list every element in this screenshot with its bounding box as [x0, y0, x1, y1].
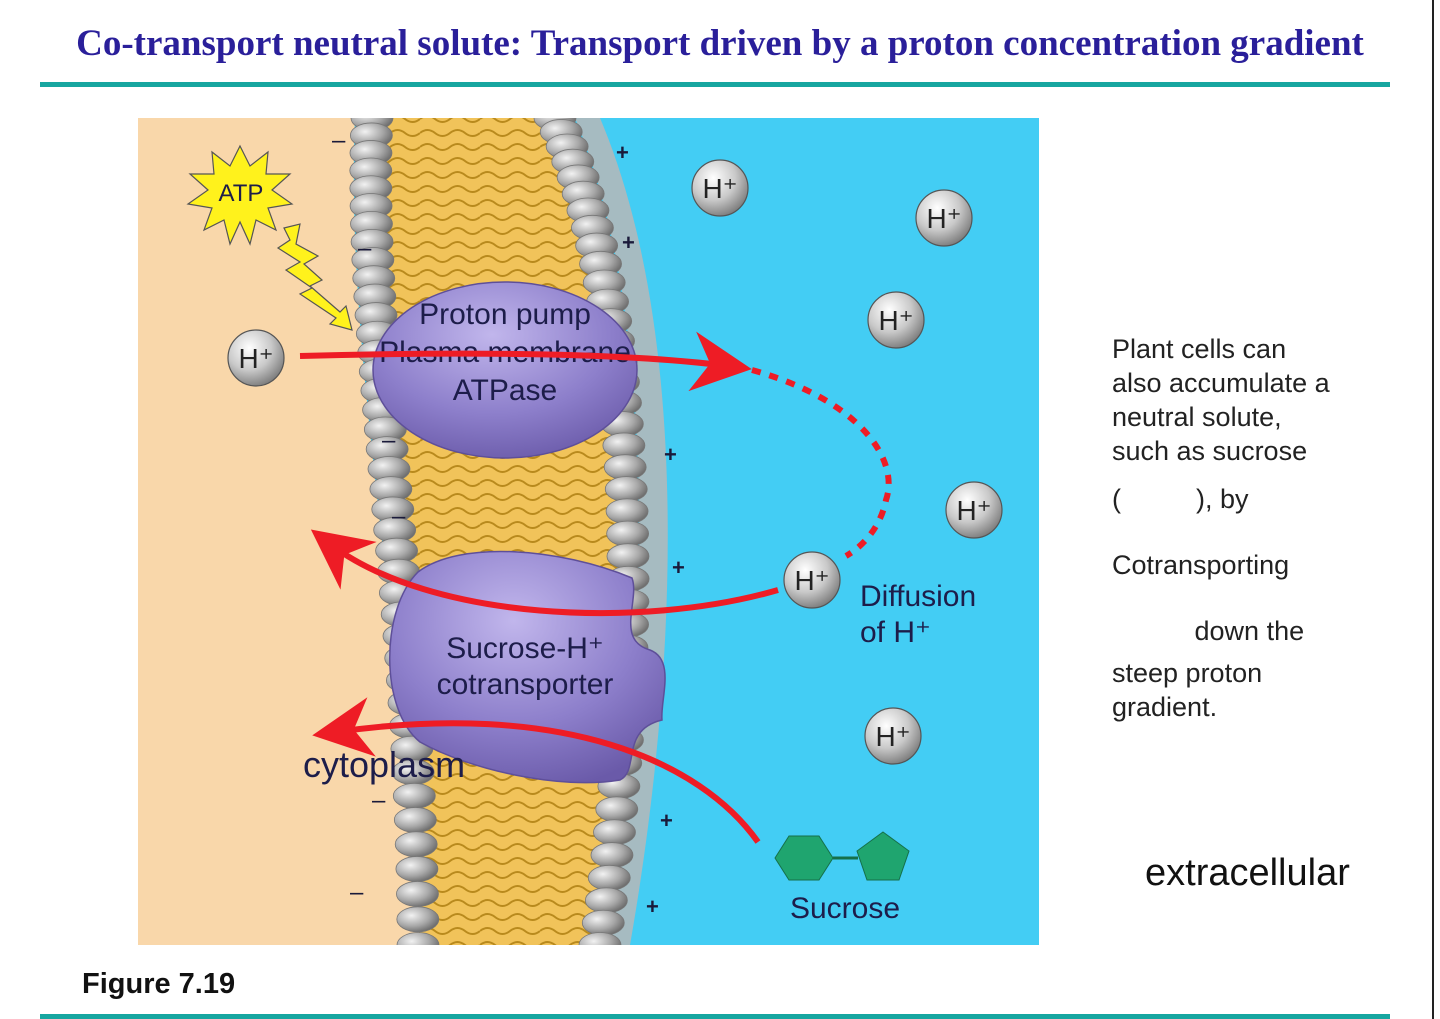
side-note-line: steep proton: [1112, 658, 1263, 688]
side-note-line: down the: [1112, 616, 1305, 646]
phospholipid-head: [602, 432, 646, 459]
slide-border: [1432, 0, 1434, 1019]
pump-arrow: [299, 331, 752, 392]
side-note-line: also accumulate a: [1112, 368, 1330, 398]
phospholipid-head: [587, 864, 631, 891]
positive-charge: +: [664, 442, 677, 467]
negative-charge: –: [358, 235, 372, 262]
sucrose-arrow: [312, 697, 761, 844]
phospholipid-head: [581, 909, 625, 936]
title-underline: [40, 82, 1390, 87]
phospholipid-head: [392, 783, 436, 809]
proton-ion-label: H⁺: [703, 173, 738, 204]
negative-charge: –: [392, 503, 406, 530]
proton-ions: H⁺ H⁺ H⁺ H⁺ H⁺ H⁺ H⁺: [227, 159, 1003, 765]
diffusion-arrow: [310, 529, 779, 617]
proton-pump-label-1: Proton pump: [419, 298, 591, 331]
proton-ion-icon: [691, 159, 749, 217]
proton-ion-label: H⁺: [795, 565, 830, 596]
side-note-line: ( ), by: [1112, 484, 1249, 514]
footer-rule: [40, 1014, 1390, 1019]
proton-pump-protein: [372, 281, 638, 459]
diffusion-label-1: Diffusion: [860, 580, 976, 613]
atp-burst-icon: [186, 144, 294, 246]
sucrose-molecule: [774, 831, 910, 881]
phospholipid-head: [605, 498, 649, 525]
diffusion-label-2: of H⁺: [860, 616, 931, 649]
membrane-charges: – – – – – – + + + + + +: [332, 127, 685, 919]
figure-label: Figure 7.19: [82, 968, 236, 1000]
positive-charge: +: [660, 808, 673, 833]
atp-label: ATP: [219, 180, 264, 207]
side-note: Plant cells can also accumulate a neutra…: [1112, 332, 1412, 724]
proton-ion-label: H⁺: [239, 343, 274, 374]
proton-ion-label: H⁺: [879, 305, 914, 336]
cotransporter-label-2: cotransporter: [437, 668, 614, 701]
proton-ion-label: H⁺: [876, 721, 911, 752]
phospholipid-head: [396, 932, 440, 945]
sucrose-label: Sucrose: [790, 892, 900, 925]
return-dashed-path: [751, 367, 892, 559]
phospholipid-head: [595, 796, 639, 823]
proton-ion-icon: [227, 329, 285, 387]
phospholipid-head: [578, 932, 622, 945]
extracellular-label: extracellular: [1145, 852, 1350, 894]
phospholipid-head: [394, 831, 438, 858]
fructose-ring-icon: [856, 831, 910, 881]
phospholipid-head: [593, 819, 636, 846]
side-note-line: [1112, 516, 1412, 530]
proton-ion-icon: [945, 481, 1003, 539]
proton-ion-icon: [867, 291, 925, 349]
proton-ion-icon: [915, 189, 973, 247]
atp-burst: ATP: [186, 144, 294, 246]
energy-bolt-icon: [276, 223, 353, 331]
phospholipid-head: [395, 856, 439, 882]
phospholipid-head: [584, 887, 628, 914]
phospholipid-head: [606, 520, 650, 547]
positive-charge: +: [622, 230, 635, 255]
cotransporter-label-1: Sucrose-H⁺: [446, 632, 604, 665]
phospholipid-head: [396, 881, 439, 907]
positive-charge: +: [646, 894, 659, 919]
phospholipid-head: [604, 476, 648, 503]
proton-ion-label: H⁺: [927, 203, 962, 234]
proton-ion-label: H⁺: [957, 495, 992, 526]
proton-ion-icon: [783, 551, 841, 609]
negative-charge: –: [372, 787, 386, 814]
cytoplasm-label: cytoplasm: [303, 744, 465, 785]
side-note-line: Cotransporting: [1112, 550, 1290, 580]
negative-charge: –: [350, 879, 364, 906]
side-note-line: gradient.: [1112, 692, 1218, 722]
phospholipid-head: [590, 842, 634, 868]
side-note-line: such as sucrose: [1112, 436, 1308, 466]
side-note-line: [1112, 582, 1412, 592]
negative-charge: –: [382, 427, 396, 454]
slide-title: Co-transport neutral solute: Transport d…: [76, 23, 1364, 64]
proton-pump-label-3: ATPase: [453, 374, 558, 407]
phospholipid-head: [393, 807, 437, 833]
phospholipid-head: [603, 454, 647, 481]
proton-ion-icon: [864, 707, 922, 765]
positive-charge: +: [616, 140, 629, 165]
phospholipid-head: [606, 543, 650, 570]
side-note-line: neutral solute,: [1112, 402, 1282, 432]
phospholipid-head: [396, 906, 440, 933]
positive-charge: +: [672, 555, 685, 580]
negative-charge: –: [332, 127, 346, 154]
side-note-line: Plant cells can: [1112, 334, 1287, 364]
